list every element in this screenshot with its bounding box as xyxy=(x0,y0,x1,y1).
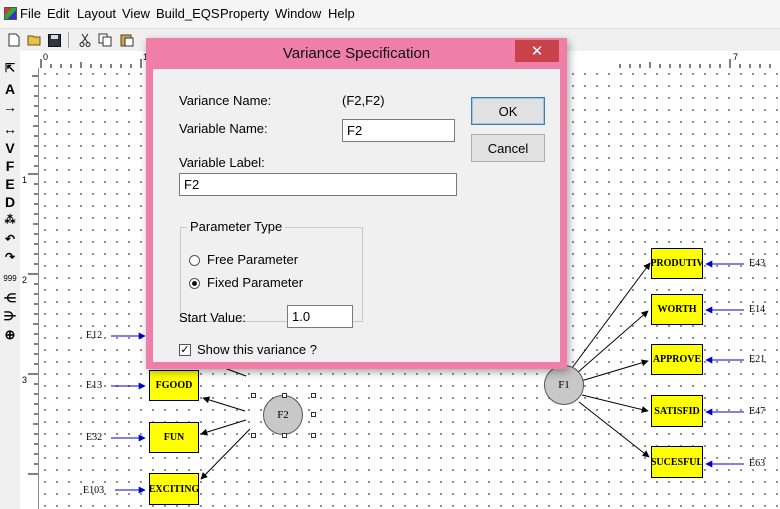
fan2-tool-icon[interactable]: ⋺ xyxy=(4,308,16,323)
variable-label-label: Variable Label: xyxy=(179,155,265,170)
double-arrow-tool-icon[interactable]: ↔ xyxy=(3,120,17,137)
loading-arrow[interactable] xyxy=(581,394,649,413)
selection-handle[interactable] xyxy=(251,433,256,438)
selection-handle[interactable] xyxy=(282,433,287,438)
error-tool-icon[interactable]: E xyxy=(5,175,15,192)
crosshair-tool-icon[interactable]: ⊕ xyxy=(4,326,16,342)
observed-variable-box[interactable]: APPROVE xyxy=(651,344,703,375)
error-label[interactable]: E32 xyxy=(86,432,103,443)
selection-handle[interactable] xyxy=(311,433,316,438)
new-file-icon[interactable] xyxy=(6,32,22,48)
ruler-label: 7 xyxy=(733,52,739,62)
variable-name-label: Variable Name: xyxy=(179,121,268,136)
selection-handle[interactable] xyxy=(251,393,256,398)
open-folder-icon[interactable] xyxy=(26,32,42,48)
fixed-parameter-label[interactable]: Fixed Parameter xyxy=(207,275,304,290)
variance-name-value: (F2,F2) xyxy=(342,93,385,108)
dialog-body: Variance Name: (F2,F2) Variable Name: F2… xyxy=(153,69,560,362)
pointer-tool-icon[interactable]: ⇱ xyxy=(4,60,16,75)
parameter-type-group: Parameter Type Free Parameter Fixed Para… xyxy=(180,219,363,322)
menu-view[interactable]: View xyxy=(122,6,150,21)
save-icon[interactable] xyxy=(46,32,62,48)
observed-variable-box[interactable]: PRODUTIV xyxy=(651,248,703,279)
menu-help[interactable]: Help xyxy=(328,6,355,21)
selection-handle[interactable] xyxy=(282,393,287,398)
observed-variable-box[interactable]: WORTH xyxy=(651,294,703,325)
error-label[interactable]: E14 xyxy=(749,304,766,315)
factor-tool-icon[interactable]: F xyxy=(5,157,15,174)
loading-arrow[interactable] xyxy=(200,419,247,436)
parameter-type-legend: Parameter Type xyxy=(187,219,286,234)
loading-arrow[interactable] xyxy=(580,359,649,382)
copy-icon[interactable] xyxy=(97,32,113,48)
loading-arrow[interactable] xyxy=(576,310,649,374)
cut-icon[interactable] xyxy=(77,32,93,48)
group-tool-icon[interactable]: ⁂ xyxy=(4,214,16,226)
ok-button[interactable]: OK xyxy=(471,97,545,125)
selection-handle[interactable] xyxy=(311,412,316,417)
variance-specification-dialog: Variance Specification ✕ Variance Name: … xyxy=(146,38,567,369)
menu-file[interactable]: File xyxy=(20,6,41,21)
curve-tool-icon[interactable]: ↶ xyxy=(4,231,16,246)
variance-name-label: Variance Name: xyxy=(179,93,272,108)
observed-variable-box[interactable]: SATISFID xyxy=(651,395,703,427)
loading-arrow[interactable] xyxy=(578,401,650,458)
variable-label-field[interactable]: F2 xyxy=(179,173,457,196)
vertical-ruler: 1 2 3 xyxy=(20,68,39,509)
free-parameter-radio[interactable] xyxy=(189,255,200,266)
ruler-label: 1 xyxy=(22,175,28,185)
error-label[interactable]: E63 xyxy=(749,458,766,469)
menu-layout[interactable]: Layout xyxy=(77,6,117,21)
selection-handle[interactable] xyxy=(311,393,316,398)
error-label[interactable]: E43 xyxy=(749,258,766,269)
menu-bar: File Edit Layout View Build_EQS Property… xyxy=(0,0,780,28)
text-tool-icon[interactable]: A xyxy=(4,80,16,97)
curve2-tool-icon[interactable]: ↷ xyxy=(4,249,16,264)
disturbance-tool-icon[interactable]: D xyxy=(4,193,16,210)
app-logo-icon xyxy=(4,7,17,20)
observed-variable-box[interactable]: FUN xyxy=(149,422,199,453)
menu-window[interactable]: Window xyxy=(275,6,322,21)
error-label[interactable]: E103 xyxy=(83,485,105,496)
drawing-toolbox: ⇱ A → ↔ V F E D ⁂ ↶ ↷ 999 ⋲ ⋺ ⊕ xyxy=(0,51,21,509)
observed-variable-box[interactable]: EXCITING xyxy=(149,473,199,505)
error-label[interactable]: E47 xyxy=(749,406,766,417)
menu-edit[interactable]: Edit xyxy=(47,6,70,21)
paste-icon[interactable] xyxy=(119,32,135,48)
start-value-label: Start Value: xyxy=(179,310,246,325)
latent-factor-f2[interactable]: F2 xyxy=(263,395,303,435)
latent-factor-f1[interactable]: F1 xyxy=(544,365,584,405)
close-icon[interactable]: ✕ xyxy=(515,40,559,62)
ruler-label: 3 xyxy=(22,375,28,385)
toolbar-separator xyxy=(68,32,69,48)
ruler-label: 2 xyxy=(22,275,28,285)
arrow-tool-icon[interactable]: → xyxy=(3,98,17,115)
loading-arrow[interactable] xyxy=(571,262,651,369)
fan-tool-icon[interactable]: ⋲ xyxy=(4,290,16,305)
observed-variable-box[interactable]: SUCESFUL xyxy=(651,446,703,478)
variable-tool-icon[interactable]: V xyxy=(5,139,15,156)
ruler-label: 0 xyxy=(43,52,49,62)
observed-variable-box[interactable]: FGOOD xyxy=(149,370,199,401)
loading-arrow[interactable] xyxy=(202,396,246,412)
error-label[interactable]: E21 xyxy=(749,354,766,365)
error-label[interactable]: E12 xyxy=(86,330,103,341)
menu-build-eqs[interactable]: Build_EQS xyxy=(156,6,220,21)
ruler-label: 1 xyxy=(143,52,148,62)
cancel-button[interactable]: Cancel xyxy=(471,134,545,162)
loading-arrow[interactable] xyxy=(200,428,251,480)
show-variance-checkbox[interactable]: ✓ xyxy=(179,344,191,356)
variable-name-field[interactable]: F2 xyxy=(342,119,455,142)
menu-property[interactable]: Property xyxy=(220,6,270,21)
free-parameter-label[interactable]: Free Parameter xyxy=(207,252,299,267)
error-label[interactable]: E13 xyxy=(86,380,103,391)
dialog-title[interactable]: Variance Specification xyxy=(282,45,431,62)
fixed-parameter-radio[interactable] xyxy=(189,278,200,289)
start-value-field[interactable]: 1.0 xyxy=(287,305,353,328)
show-variance-label[interactable]: Show this variance ? xyxy=(197,342,317,357)
diagram-connectors xyxy=(111,260,744,494)
number-tool-icon[interactable]: 999 xyxy=(3,274,17,283)
